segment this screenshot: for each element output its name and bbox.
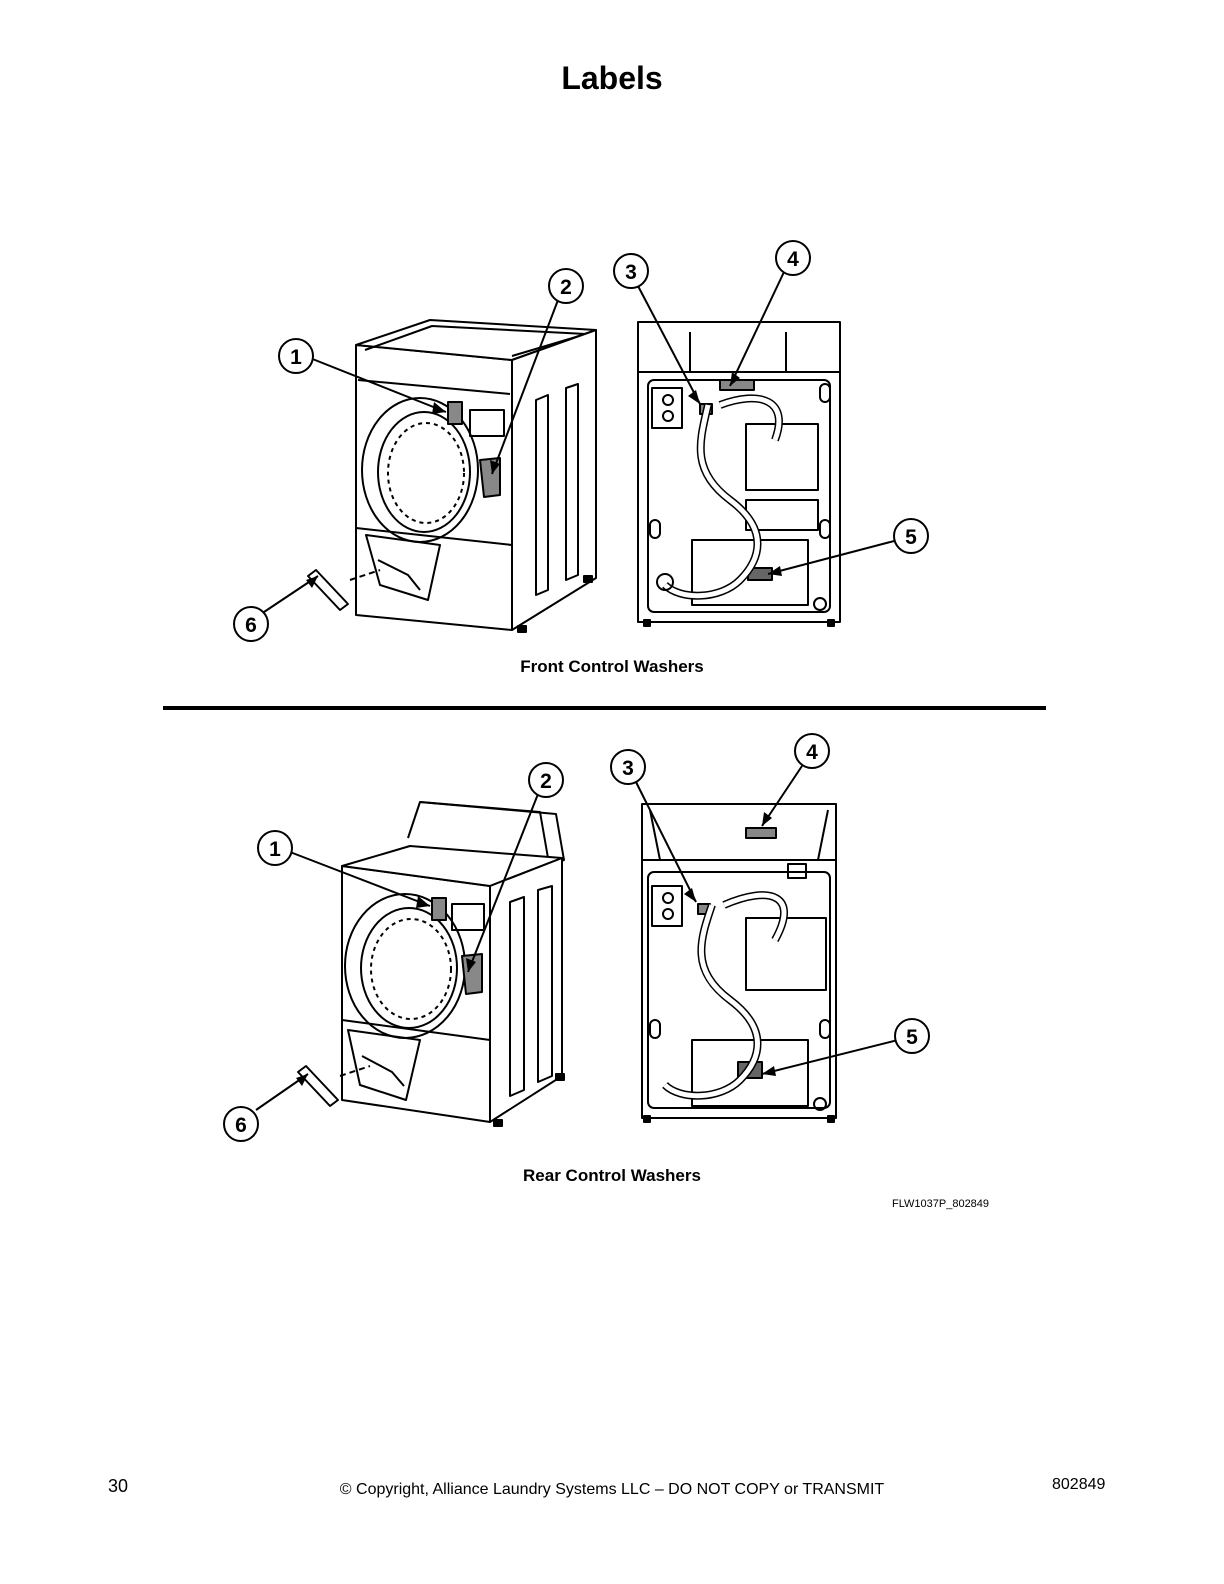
- callout-2: 2: [540, 770, 552, 793]
- figure-caption-rear: Rear Control Washers: [523, 1166, 701, 1185]
- document-number: 802849: [1052, 1476, 1106, 1493]
- figure-id: FLW1037P_802849: [892, 1198, 990, 1210]
- front-control-illustration: 1 2 3 4 5 6: [233, 240, 929, 642]
- figure-rear-control: 1 2 3 4 5 6: [0, 725, 1224, 1165]
- callout-6: 6: [245, 614, 257, 637]
- callout-5: 5: [906, 1026, 918, 1049]
- rear-control-illustration: 1 2 3 4 5 6: [223, 733, 930, 1142]
- figure-caption-front: Front Control Washers: [520, 657, 704, 676]
- copyright-notice: © Copyright, Alliance Laundry Systems LL…: [339, 1481, 885, 1498]
- callout-2: 2: [560, 276, 572, 299]
- figure-front-control: 1 2 3 4 5 6: [0, 230, 1224, 660]
- callout-6: 6: [235, 1114, 247, 1137]
- callout-1: 1: [290, 346, 302, 369]
- page-number: 30: [108, 1476, 129, 1496]
- callout-3: 3: [622, 757, 634, 780]
- callout-1: 1: [269, 838, 281, 861]
- callout-5: 5: [905, 526, 917, 549]
- callout-4: 4: [806, 741, 818, 764]
- page-title: Labels: [561, 60, 663, 96]
- callout-3: 3: [625, 261, 637, 284]
- callout-4: 4: [787, 248, 799, 271]
- section-divider: [163, 706, 1046, 710]
